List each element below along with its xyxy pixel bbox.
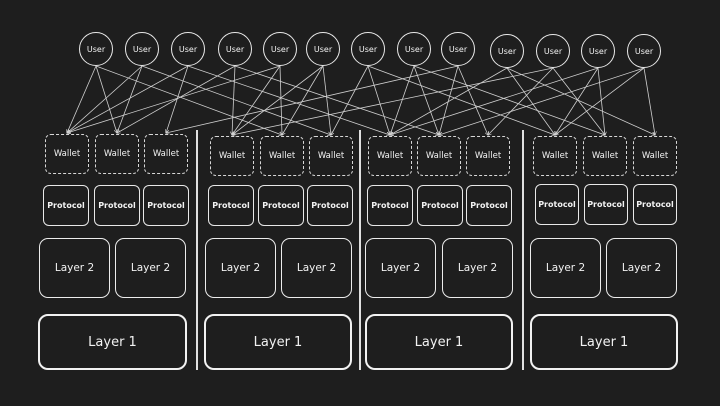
user-wallet-edge: [67, 65, 281, 133]
user-wallet-edge: [552, 67, 605, 135]
user-wallet-edge: [367, 65, 555, 135]
protocol-node: Protocol: [535, 184, 579, 225]
user-node: User: [536, 34, 570, 68]
ecosystem-divider: [522, 130, 524, 370]
user-node: User: [581, 34, 615, 68]
user-node: User: [263, 32, 297, 66]
wallet-node: Wallet: [260, 136, 304, 176]
wallet-node: Wallet: [309, 136, 353, 176]
wallet-node: Wallet: [368, 136, 412, 176]
user-wallet-edge: [141, 65, 331, 135]
protocol-node: Protocol: [633, 184, 677, 225]
protocol-node: Protocol: [466, 185, 512, 226]
protocol-node: Protocol: [94, 185, 140, 226]
layer2-node: Layer 2: [606, 238, 677, 298]
protocol-node: Protocol: [367, 185, 413, 226]
protocol-node: Protocol: [307, 185, 353, 226]
user-wallet-edge: [322, 65, 331, 135]
layer1-node: Layer 1: [38, 314, 187, 370]
user-wallet-edge: [331, 65, 369, 135]
user-wallet-edge: [232, 67, 554, 135]
wallet-node: Wallet: [633, 136, 677, 176]
user-wallet-edge: [643, 67, 655, 135]
user-wallet-edge: [67, 65, 143, 133]
user-wallet-edge: [506, 67, 655, 135]
user-wallet-edge: [413, 65, 605, 135]
wallet-node: Wallet: [210, 136, 254, 176]
user-node: User: [490, 34, 524, 68]
wallet-node: Wallet: [45, 134, 89, 174]
layer2-node: Layer 2: [115, 238, 186, 298]
ecosystem-divider: [359, 130, 361, 370]
protocol-node: Protocol: [417, 185, 463, 226]
user-wallet-edge: [67, 65, 97, 133]
layer2-node: Layer 2: [205, 238, 276, 298]
user-wallet-edge: [234, 65, 439, 135]
user-wallet-edge: [597, 67, 605, 135]
user-node: User: [627, 34, 661, 68]
user-wallet-edge: [439, 67, 645, 135]
user-wallet-edge: [117, 65, 143, 133]
layer2-node: Layer 2: [530, 238, 601, 298]
layer1-node: Layer 1: [365, 314, 513, 370]
user-wallet-edge: [390, 65, 415, 135]
user-wallet-edge: [117, 65, 236, 133]
user-wallet-edge: [232, 65, 324, 135]
protocol-node: Protocol: [258, 185, 304, 226]
user-node: User: [79, 32, 113, 66]
layer1-node: Layer 1: [530, 314, 678, 370]
wallet-node: Wallet: [95, 134, 139, 174]
user-wallet-edge: [555, 67, 599, 135]
user-wallet-edge: [95, 65, 282, 135]
protocol-node: Protocol: [208, 185, 254, 226]
protocol-node: Protocol: [143, 185, 189, 226]
protocol-node: Protocol: [43, 185, 89, 226]
user-wallet-edge: [279, 65, 282, 135]
wallet-node: Wallet: [417, 136, 461, 176]
layer2-node: Layer 2: [39, 238, 110, 298]
wallet-node: Wallet: [144, 134, 188, 174]
user-wallet-edge: [506, 67, 555, 135]
wallet-node: Wallet: [583, 136, 627, 176]
user-wallet-edge: [488, 67, 554, 135]
user-wallet-edge: [232, 65, 236, 135]
wallet-node: Wallet: [466, 136, 510, 176]
user-node: User: [351, 32, 385, 66]
user-wallet-edge: [232, 65, 281, 135]
protocol-node: Protocol: [584, 184, 628, 225]
user-node: User: [397, 32, 431, 66]
layer1-node: Layer 1: [204, 314, 352, 370]
layer2-node: Layer 2: [365, 238, 436, 298]
user-node: User: [218, 32, 252, 66]
user-node: User: [306, 32, 340, 66]
wallet-node: Wallet: [533, 136, 577, 176]
user-wallet-edge: [390, 67, 599, 135]
user-wallet-edge: [67, 65, 189, 133]
ecosystem-divider: [196, 130, 198, 370]
user-node: User: [171, 32, 205, 66]
user-wallet-edge: [166, 65, 189, 133]
user-wallet-edge: [439, 65, 459, 135]
user-wallet-edge: [457, 65, 488, 135]
user-wallet-edge: [187, 65, 390, 135]
user-wallet-edge: [367, 65, 390, 135]
user-wallet-edge: [390, 67, 508, 135]
user-wallet-edge: [166, 65, 459, 133]
layer2-node: Layer 2: [442, 238, 513, 298]
user-wallet-edge: [282, 65, 324, 135]
user-wallet-edge: [413, 65, 439, 135]
user-node: User: [441, 32, 475, 66]
user-node: User: [125, 32, 159, 66]
user-wallet-edge: [95, 65, 117, 133]
layer2-node: Layer 2: [281, 238, 352, 298]
user-wallet-edge: [555, 67, 645, 135]
